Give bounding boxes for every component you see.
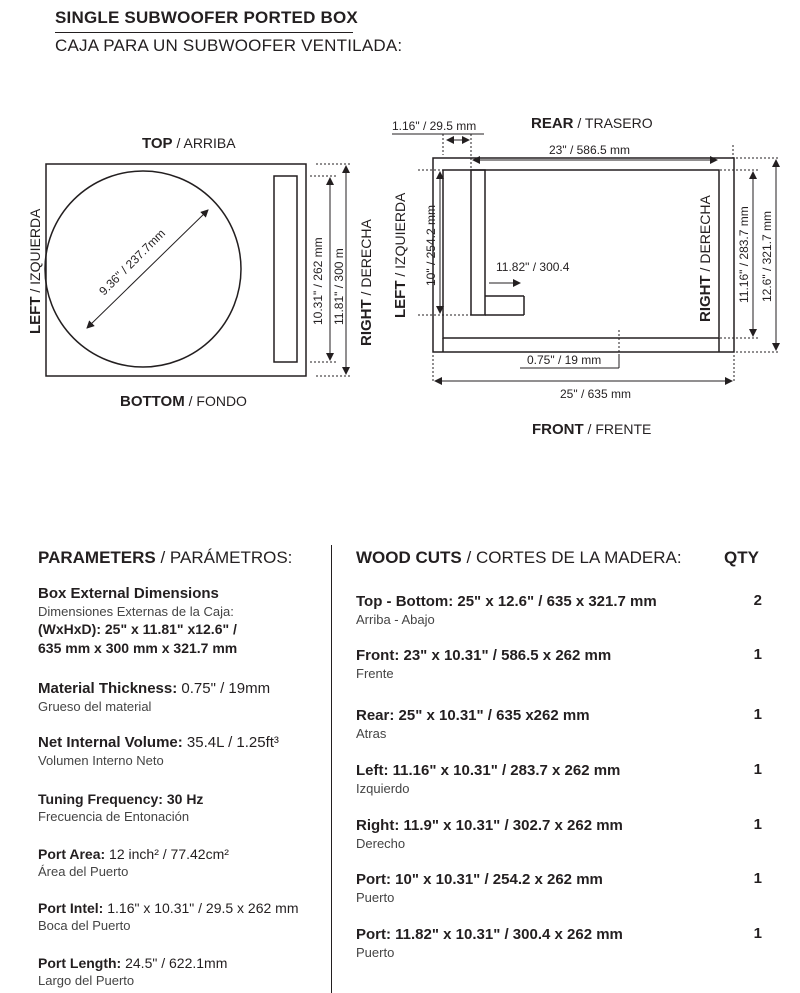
port-wall <box>470 169 486 316</box>
front-view-top-label: TOP / ARRIBA <box>142 135 236 152</box>
param-tuning-frequency: Tuning Frequency: 30 Hz Frecuencia de En… <box>38 791 204 824</box>
column-divider <box>331 545 332 993</box>
inner-width-label: 23" / 586.5 mm <box>549 143 630 157</box>
param-box-dimensions: Box External Dimensions Dimensiones Exte… <box>38 585 238 656</box>
front-view-bottom-label: BOTTOM / FONDO <box>120 393 247 410</box>
wood-cut-item: Front: 23" x 10.31" / 586.5 x 262 mm Fre… <box>356 646 762 681</box>
port-length-label: 11.82" / 300.4 <box>496 260 570 274</box>
wood-cut-qty: 2 <box>753 592 762 609</box>
front-panel <box>45 163 307 377</box>
title-divider <box>55 32 353 33</box>
port-width-label: 1.16" / 29.5 mm <box>392 119 476 133</box>
front-view-right-label: RIGHT / DERECHA <box>358 219 375 346</box>
wood-cut-item: Top - Bottom: 25" x 12.6" / 635 x 321.7 … <box>356 592 762 627</box>
parameters-heading: PARAMETERS / PARÁMETROS: <box>38 548 293 567</box>
wood-cut-qty: 1 <box>753 925 762 942</box>
wood-cut-qty: 1 <box>753 646 762 663</box>
outer-depth-label: 12.6" / 321.7 mm <box>760 211 774 302</box>
wood-cut-qty: 1 <box>753 870 762 887</box>
outer-height-label: 11.81" / 300 m <box>332 248 346 325</box>
box-outer-wall <box>432 157 735 353</box>
top-view: REAR / TRASERO FRONT / FRENTE LEFT / IZQ… <box>392 115 780 438</box>
outer-width-label: 25" / 635 mm <box>560 387 631 401</box>
inner-height-label: 10.31" / 262 mm <box>311 237 325 325</box>
inner-depth-label: 11.16" / 283.7 mm <box>737 206 751 303</box>
port-opening <box>273 175 298 363</box>
wood-cut-qty: 1 <box>753 761 762 778</box>
diameter-dimension-line <box>86 209 209 329</box>
param-port-length: Port Length: 24.5" / 622.1mm Largo del P… <box>38 955 228 988</box>
page-subtitle: CAJA PARA UN SUBWOOFER VENTILADA: <box>55 36 403 55</box>
front-view-left-label: LEFT / IZQUIERDA <box>27 208 44 334</box>
wood-cuts-heading: WOOD CUTS / CORTES DE LA MADERA: <box>356 548 682 567</box>
thickness-label: 0.75" / 19 mm <box>527 353 601 367</box>
front-view: TOP / ARRIBA BOTTOM / FONDO LEFT / IZQUI… <box>27 135 375 410</box>
qty-header: QTY <box>724 548 759 567</box>
param-material-thickness: Material Thickness: 0.75" / 19mm Grueso … <box>38 680 271 714</box>
top-view-rear-label: REAR / TRASERO <box>531 115 653 132</box>
wood-cut-qty: 1 <box>753 706 762 723</box>
wood-cut-qty: 1 <box>753 816 762 833</box>
wood-cut-item: Left: 11.16" x 10.31" / 283.7 x 262 mm I… <box>356 761 762 796</box>
wood-cut-item: Right: 11.9" x 10.31" / 302.7 x 262 mm D… <box>356 816 762 851</box>
subwoofer-cutout <box>44 170 242 368</box>
diameter-label: 9.36" / 237.7mm <box>96 226 168 298</box>
box-diagrams: TOP / ARRIBA BOTTOM / FONDO LEFT / IZQUI… <box>27 115 780 438</box>
wood-cut-item: Rear: 25" x 10.31" / 635 x262 mm Atras 1 <box>356 706 762 741</box>
page-title: SINGLE SUBWOOFER PORTED BOX <box>55 8 358 27</box>
top-view-front-label: FRONT / FRENTE <box>532 421 651 438</box>
wood-cut-item: Port: 10" x 10.31" / 254.2 x 262 mm Puer… <box>356 870 762 905</box>
param-net-volume: Net Internal Volume: 35.4L / 1.25ft³ Vol… <box>38 734 279 768</box>
top-view-left-label: LEFT / IZQUIERDA <box>392 192 409 318</box>
port-depth-label: 10" / 254.2 mm <box>424 205 438 286</box>
top-view-right-label: RIGHT / DERECHA <box>697 195 714 322</box>
param-port-area: Port Area: 12 inch² / 77.42cm² Área del … <box>38 846 229 879</box>
param-port-intel: Port Intel: 1.16" x 10.31" / 29.5 x 262 … <box>38 900 299 933</box>
wood-cut-item: Port: 11.82" x 10.31" / 300.4 x 262 mm P… <box>356 925 762 960</box>
